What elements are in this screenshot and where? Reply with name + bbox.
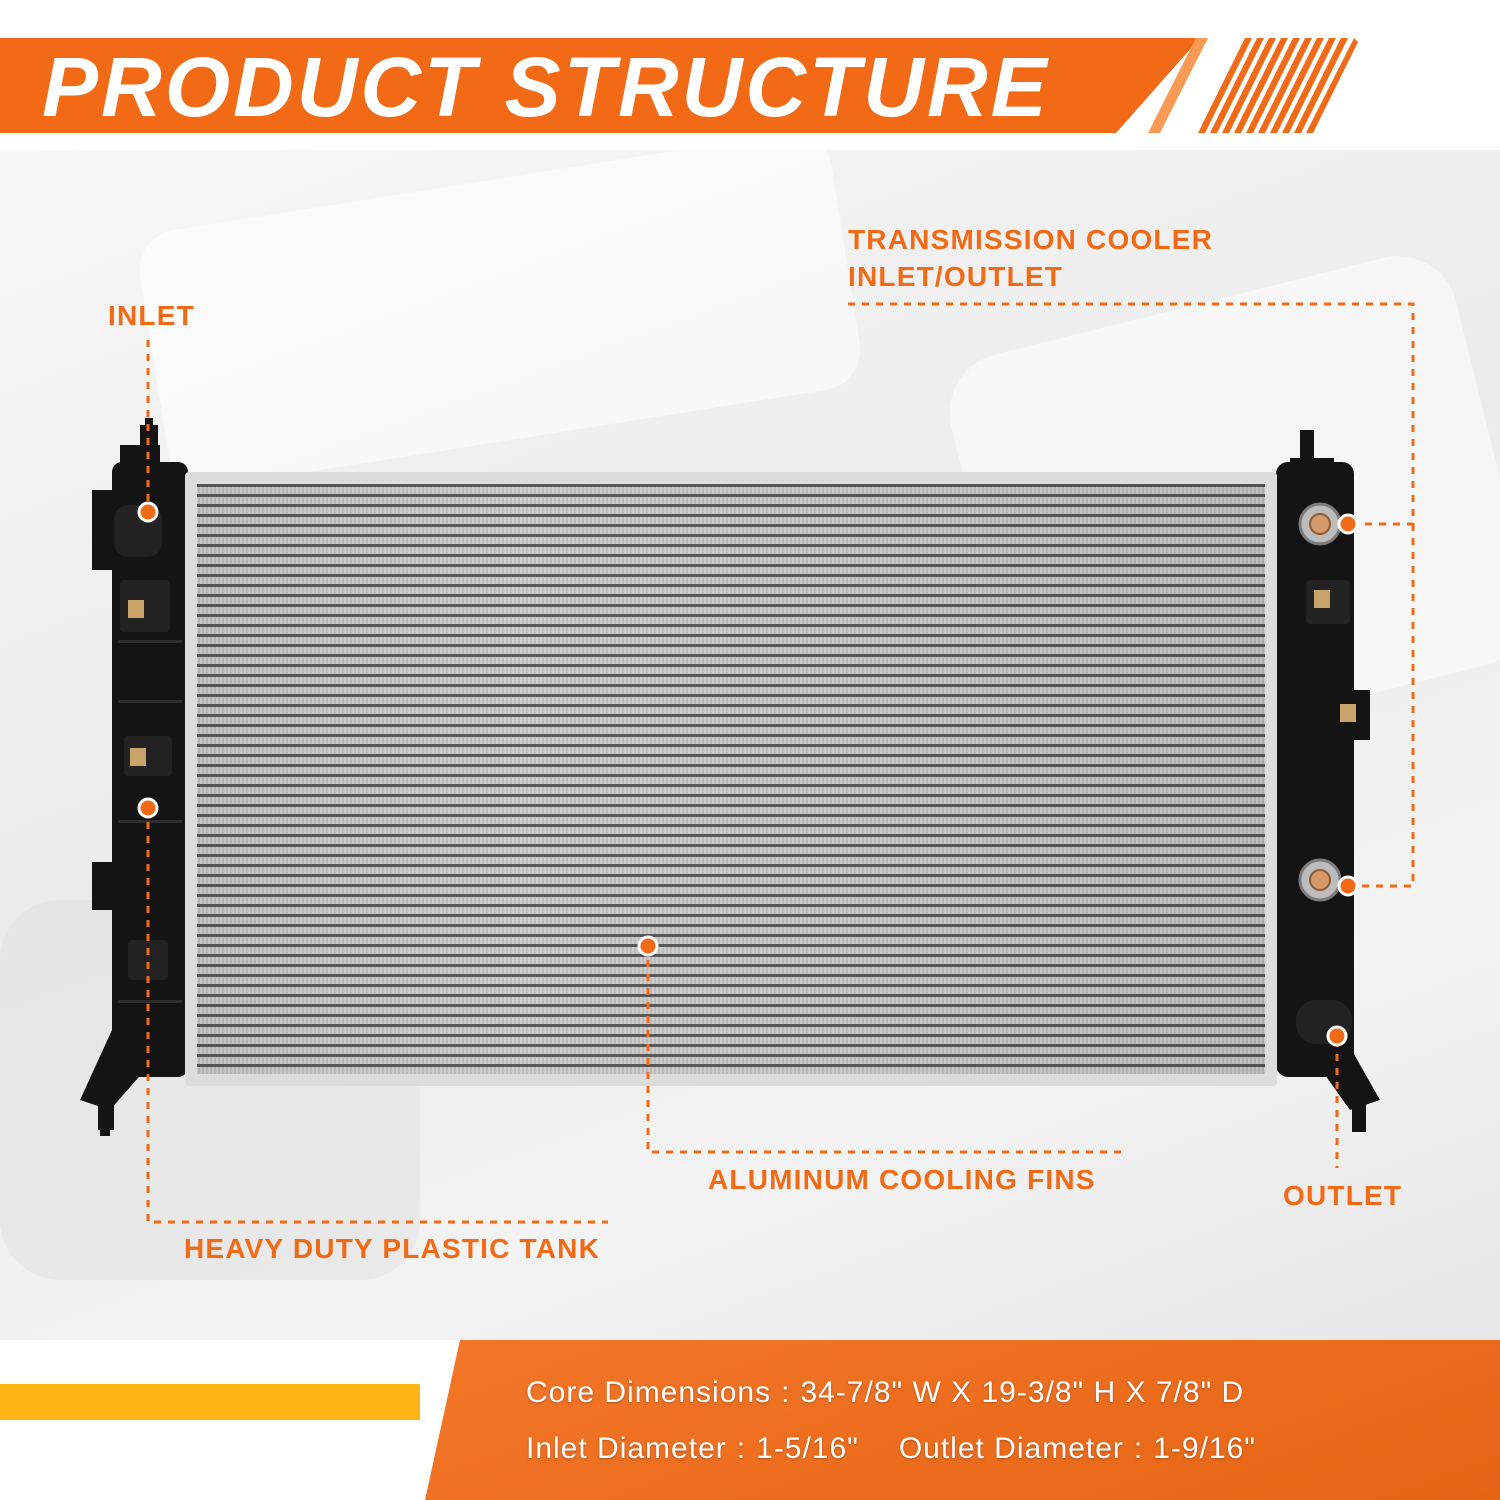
spec-outlet-diameter-label: Outlet Diameter <box>898 1432 1124 1465</box>
header-banner <box>0 38 1200 133</box>
page-title: PRODUCT STRUCTURE <box>42 40 1050 134</box>
spec-core-dimensions-label: Core Dimensions <box>526 1376 772 1409</box>
spec-separator: : <box>736 1432 747 1465</box>
aluminum-core <box>185 472 1277 1086</box>
spec-separator: : <box>1133 1432 1144 1465</box>
spec-core-dimensions: Core Dimensions:34-7/8" W X 19-3/8" H X … <box>526 1376 1244 1410</box>
spec-separator: : <box>781 1376 791 1409</box>
spec-outlet-diameter-value: 1-9/16" <box>1153 1432 1256 1465</box>
spec-inlet-diameter-label: Inlet Diameter <box>526 1432 727 1465</box>
spec-diameters: Inlet Diameter:1-5/16"Outlet Diameter:1-… <box>526 1432 1256 1466</box>
callout-inlet: INLET <box>108 300 195 331</box>
callout-cooling-fins: ALUMINUM COOLING FINS <box>708 1164 1096 1195</box>
callout-transmission-line2: INLET/OUTLET <box>848 260 1064 292</box>
spec-panel <box>425 1340 1500 1500</box>
spec-accent-bar <box>0 1384 420 1420</box>
header-stripes-decoration <box>1198 38 1358 133</box>
callout-plastic-tank: HEAVY DUTY PLASTIC TANK <box>184 1233 601 1264</box>
spec-core-dimensions-value: 34-7/8" W X 19-3/8" H X 7/8" D <box>800 1376 1245 1409</box>
spec-inlet-diameter-value: 1-5/16" <box>756 1432 859 1465</box>
callout-transmission-cooler: TRANSMISSION COOLER INLET/OUTLET <box>848 222 1213 296</box>
callout-transmission-line1: TRANSMISSION COOLER <box>848 224 1214 255</box>
callout-outlet: OUTLET <box>1283 1180 1403 1211</box>
